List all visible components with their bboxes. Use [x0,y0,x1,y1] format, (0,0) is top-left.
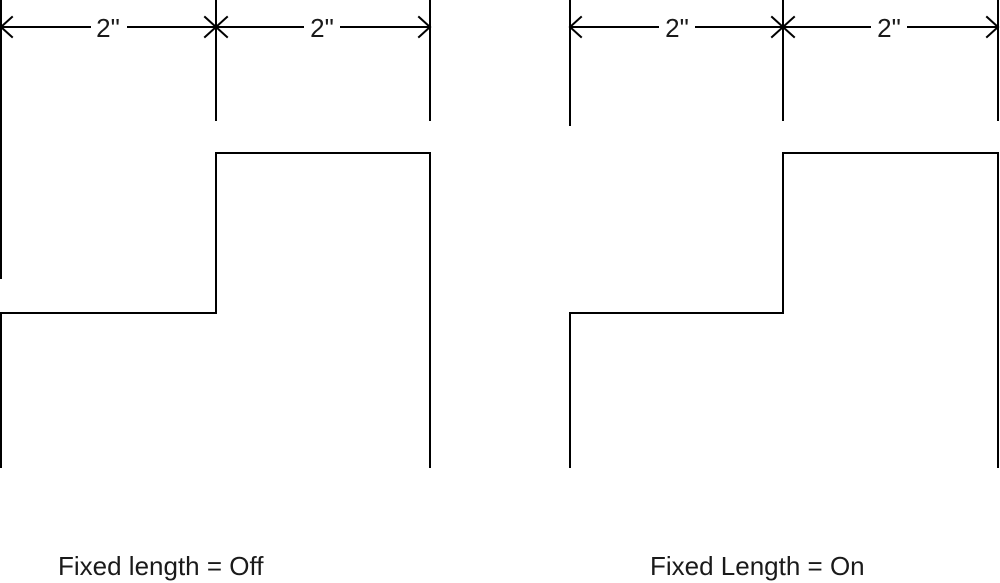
right-caption: Fixed Length = On [650,551,865,581]
left-dimension-2-arrow-start [214,15,229,39]
left-dimension-1-label: 2" [96,13,120,43]
left-dimension-1: 2" [0,13,218,43]
right-dimension-2: 2" [781,13,1000,43]
right-dimension-2-arrow-start [781,15,796,39]
right-dimension-1: 2" [568,13,785,43]
left-caption: Fixed length = Off [58,551,264,581]
left-dimension-1-arrow-start [0,15,14,39]
right-dimension-2-arrow-end [985,15,1000,39]
left-dimension-2: 2" [214,13,432,43]
left-dimension-2-label: 2" [310,13,334,43]
right-dimension-1-label: 2" [665,13,689,43]
right-dimension-1-arrow-start [568,15,583,39]
right-step-profile [569,152,999,468]
left-step-profile [0,152,431,468]
left-panel: 2" 2" Fixed length = Off [0,0,432,581]
left-dimension-2-arrow-end [417,15,432,39]
right-panel: 2" 2" Fixed Length = On [568,0,1000,581]
right-dimension-2-label: 2" [877,13,901,43]
